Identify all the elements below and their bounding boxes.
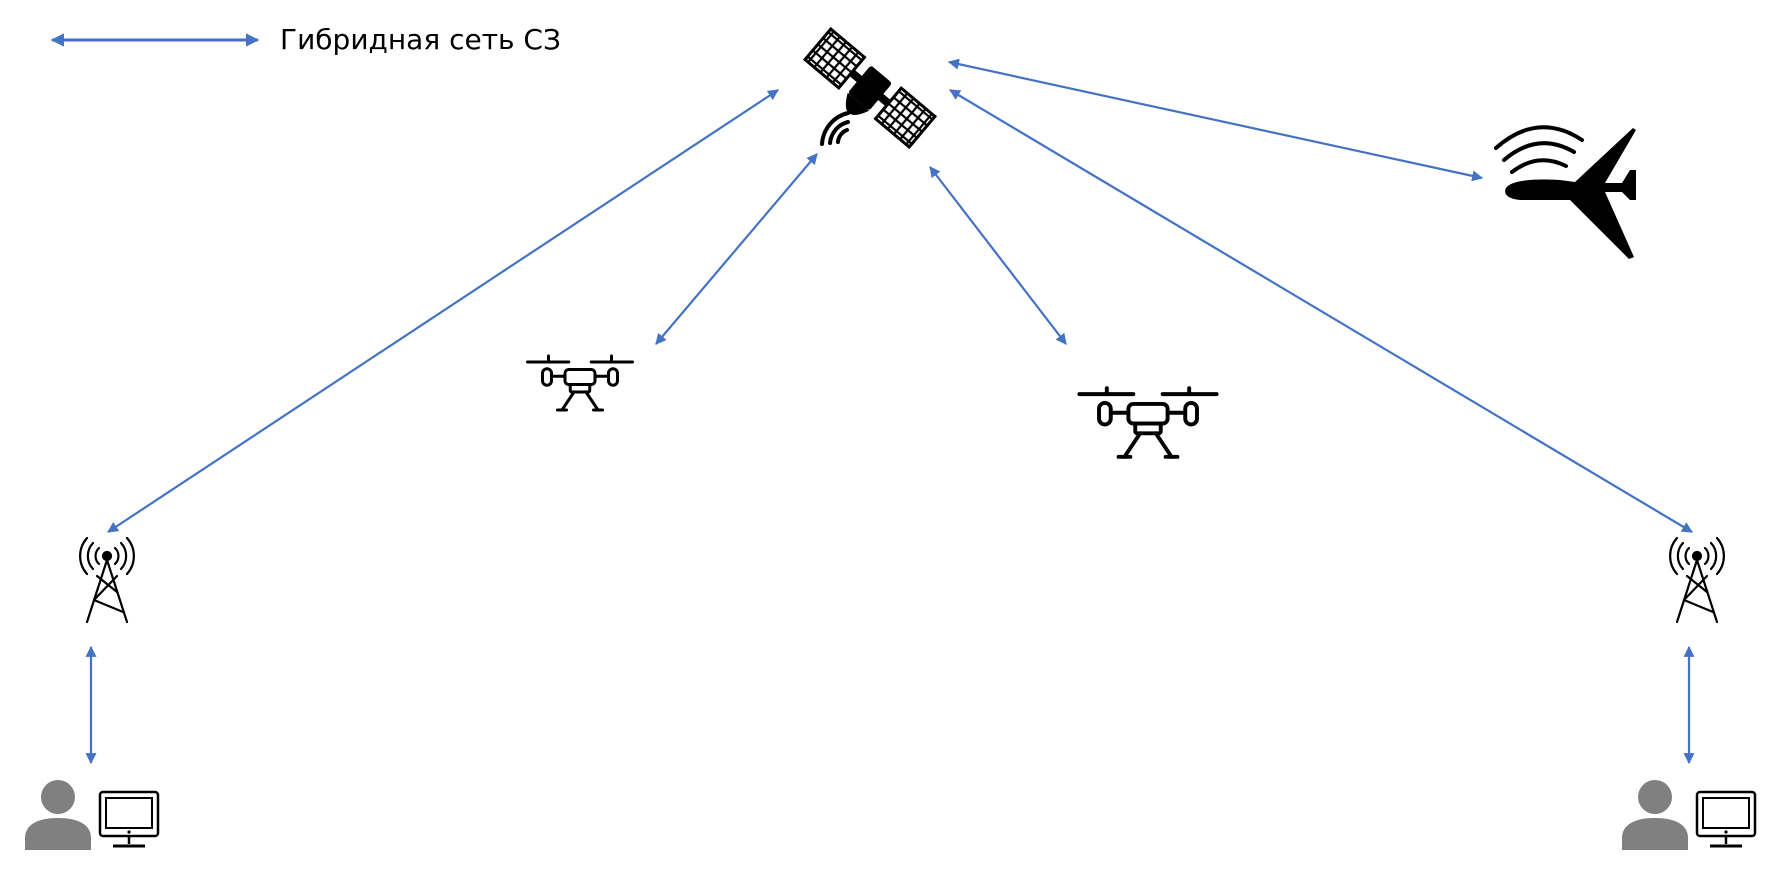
link-satellite-aircraft xyxy=(947,58,1484,182)
legend: Гибридная сеть СЗ xyxy=(50,23,561,56)
airplane-signal-icon xyxy=(1494,125,1636,259)
drone-icon xyxy=(526,354,634,412)
tower-left xyxy=(79,536,135,624)
legend-label: Гибридная сеть СЗ xyxy=(280,23,561,56)
drone-left xyxy=(526,354,634,412)
user-icon xyxy=(25,780,91,850)
link-satellite-tower-right xyxy=(949,89,1693,533)
links xyxy=(85,58,1695,765)
computer-icon xyxy=(1695,790,1757,848)
link-satellite-drone-right xyxy=(929,166,1067,345)
computer-icon xyxy=(98,790,160,848)
satellite-icon xyxy=(802,26,938,150)
operator-left xyxy=(25,780,160,850)
cell-tower-icon xyxy=(79,536,135,624)
satellite-signal-icon xyxy=(820,111,850,146)
tower-right xyxy=(1669,536,1725,624)
link-satellite-drone-left xyxy=(655,153,818,345)
operator-right xyxy=(1622,780,1757,850)
user-icon xyxy=(1622,780,1688,850)
link-satellite-tower-left xyxy=(107,89,779,533)
drone-icon xyxy=(1077,386,1219,459)
drone-right xyxy=(1077,386,1219,459)
cell-tower-icon xyxy=(1669,536,1725,624)
